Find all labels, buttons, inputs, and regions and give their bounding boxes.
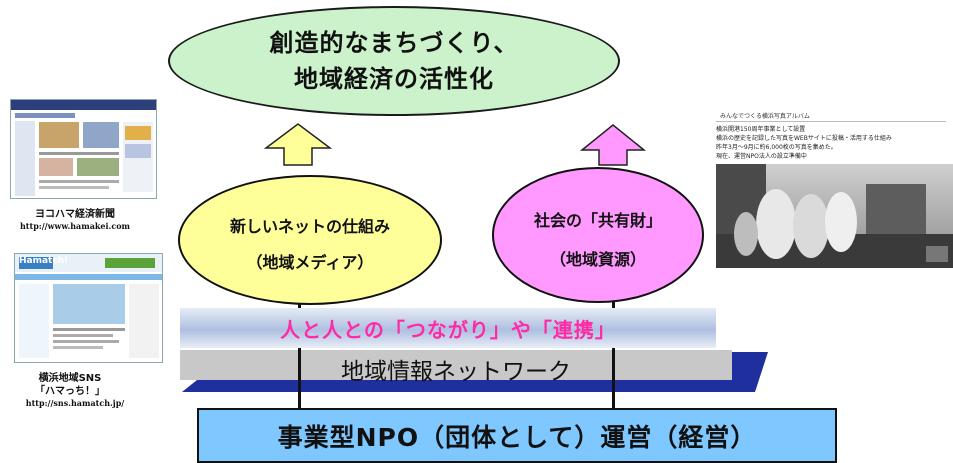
photo-album-description: 横浜開港150周年事業として設置 横浜の歴史を記録した写真をWEBサイトに投稿・… — [716, 125, 948, 161]
pillar-right — [612, 296, 615, 408]
pillar-left — [298, 296, 301, 408]
hamakei-screenshot — [10, 99, 157, 199]
goal-line-1: 創造的なまちづくり、 — [269, 29, 519, 57]
hamatch-url: http://sns.hamatch.jp/ — [25, 398, 125, 408]
hamatch-screenshot — [14, 253, 163, 363]
foundation-box: 事業型NPO（団体として）運営（経営） — [197, 408, 837, 463]
historic-photo — [716, 164, 953, 268]
photo-album-line: 昨年3月～9月に約6,000枚の写真を集めた。 — [716, 144, 837, 151]
foundation-label: 事業型NPO（団体として）運営（経営） — [277, 422, 757, 452]
goal-ellipse: 創造的なまちづくり、 地域経済の活性化 — [168, 6, 620, 116]
shared-asset-oval: 社会の「共有財」 （地域資源） — [492, 167, 704, 303]
up-arrow-right — [579, 124, 647, 166]
photo-album-title: みんなでつくる横浜写真アルバム — [716, 111, 946, 122]
local-media-oval: 新しいネットの仕組み （地域メディア） — [178, 175, 442, 305]
local-media-subtitle: （地域メディア） — [246, 253, 374, 272]
network-bar-shape — [180, 350, 732, 380]
hamatch-brand: Hamatch! — [19, 256, 69, 266]
local-media-title: 新しいネットの仕組み — [229, 217, 390, 236]
hamatch-screenshot-image — [15, 254, 162, 358]
hamakei-caption: ヨコハマ経済新聞 — [35, 209, 115, 220]
photo-album-line: 現在、運営NPO法人の設立準備中 — [716, 153, 807, 160]
connection-band-text: 人と人との「つながり」や「連携」 — [280, 317, 616, 342]
shared-asset-subtitle: （地域資源） — [549, 249, 646, 269]
photo-album-line: 横浜の歴史を記録した写真をWEBサイトに投稿・活用する仕組み — [716, 135, 892, 142]
photo-album-line: 横浜開港150周年事業として設置 — [716, 126, 806, 133]
connection-band — [180, 308, 716, 348]
hamatch-caption-2: 「ハマっち！」 — [35, 386, 105, 397]
network-label: 地域情報ネットワーク — [341, 359, 571, 385]
hamakei-screenshot-image — [11, 100, 156, 196]
hamakei-url: http://www.hamakei.com — [19, 221, 130, 231]
hamatch-caption-1: 横浜地域SNS — [38, 373, 102, 384]
up-arrow-left — [263, 123, 333, 166]
goal-line-2: 地域経済の活性化 — [294, 65, 494, 93]
shared-asset-title: 社会の「共有財」 — [533, 210, 662, 230]
